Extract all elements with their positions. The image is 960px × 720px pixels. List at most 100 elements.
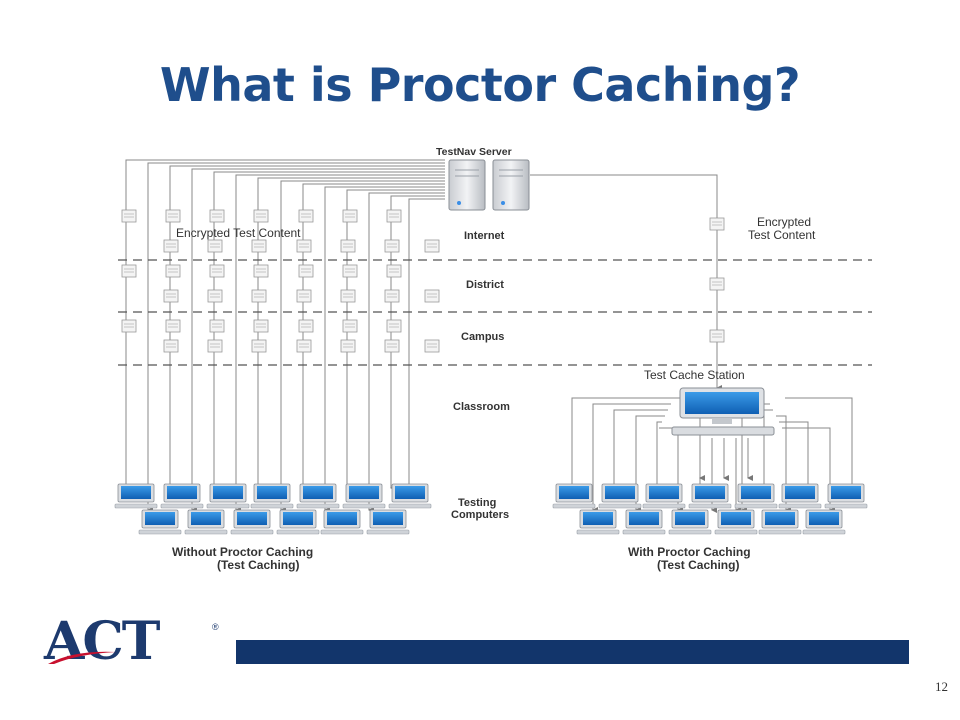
connection-line bbox=[213, 171, 445, 491]
computer-monitor-icon bbox=[758, 509, 802, 535]
document-icon bbox=[121, 319, 137, 333]
document-icon bbox=[384, 289, 400, 303]
testing-computers bbox=[114, 483, 868, 535]
document-icon bbox=[709, 217, 725, 231]
computer-monitor-icon bbox=[366, 509, 410, 535]
computer-monitor-icon bbox=[388, 483, 432, 509]
document-icon bbox=[121, 209, 137, 223]
document-icon bbox=[163, 289, 179, 303]
document-icon bbox=[342, 319, 358, 333]
test-cache-station-icon bbox=[671, 387, 775, 436]
computer-monitor-icon bbox=[342, 483, 386, 509]
computer-monitor-icon bbox=[114, 483, 158, 509]
logo-swoosh-icon bbox=[48, 651, 116, 664]
connection-line bbox=[571, 397, 674, 491]
zone-label-campus: Campus bbox=[461, 331, 504, 343]
left-caption-line1: Without Proctor Caching bbox=[172, 545, 313, 559]
computer-monitor-icon bbox=[734, 483, 778, 509]
act-logo: ACT bbox=[44, 612, 220, 672]
computer-monitor-icon bbox=[714, 509, 758, 535]
document-icon bbox=[709, 329, 725, 343]
document-icon bbox=[121, 264, 137, 278]
connection-line bbox=[280, 180, 445, 513]
testnav-server-icon bbox=[448, 159, 530, 211]
computer-monitor-icon bbox=[296, 483, 340, 509]
document-icon bbox=[253, 264, 269, 278]
right-content-label-line1: Encrypted bbox=[757, 215, 811, 229]
zone-label-classroom: Classroom bbox=[453, 401, 510, 413]
computer-monitor-icon bbox=[160, 483, 204, 509]
computer-monitor-icon bbox=[206, 483, 250, 509]
document-icon bbox=[298, 264, 314, 278]
connection-line bbox=[368, 192, 445, 513]
zone-dividers bbox=[118, 259, 872, 366]
connection-line bbox=[592, 403, 671, 513]
connection-line bbox=[147, 162, 445, 513]
cache-station-label: Test Cache Station bbox=[644, 368, 745, 382]
document-icon bbox=[165, 209, 181, 223]
document-icon bbox=[298, 319, 314, 333]
document-icon bbox=[342, 264, 358, 278]
document-icon bbox=[342, 209, 358, 223]
document-icon bbox=[340, 239, 356, 253]
document-icon bbox=[207, 339, 223, 353]
connection-line bbox=[191, 168, 445, 513]
document-icon bbox=[296, 239, 312, 253]
document-icon bbox=[163, 239, 179, 253]
document-icon bbox=[253, 319, 269, 333]
connection-lines bbox=[125, 159, 857, 513]
connection-line bbox=[302, 183, 445, 491]
connection-line bbox=[257, 177, 445, 491]
document-icon bbox=[386, 264, 402, 278]
encrypted-content-packets bbox=[121, 209, 725, 353]
document-icon bbox=[340, 339, 356, 353]
document-icon bbox=[386, 319, 402, 333]
connection-line bbox=[169, 165, 445, 491]
computer-monitor-icon bbox=[276, 509, 320, 535]
computer-monitor-icon bbox=[598, 483, 642, 509]
document-icon bbox=[296, 289, 312, 303]
document-icon bbox=[209, 264, 225, 278]
document-icon bbox=[209, 209, 225, 223]
connection-line bbox=[235, 174, 445, 513]
document-icon bbox=[251, 289, 267, 303]
document-icon bbox=[709, 277, 725, 291]
connection-line bbox=[530, 174, 722, 391]
connection-line bbox=[408, 198, 445, 491]
computer-monitor-icon bbox=[778, 483, 822, 509]
right-content-label-line2: Test Content bbox=[748, 228, 816, 242]
document-icon bbox=[207, 239, 223, 253]
computer-monitor-icon bbox=[642, 483, 686, 509]
document-icon bbox=[424, 289, 440, 303]
connection-line bbox=[346, 189, 445, 491]
document-icon bbox=[207, 289, 223, 303]
computer-monitor-icon bbox=[576, 509, 620, 535]
computer-monitor-icon bbox=[184, 509, 228, 535]
computers-label-line2: Computers bbox=[451, 509, 509, 521]
page-number: 12 bbox=[935, 679, 948, 694]
computer-monitor-icon bbox=[668, 509, 712, 535]
logo-text: ACT bbox=[44, 611, 160, 672]
connection-line bbox=[763, 409, 773, 491]
proctor-caching-diagram: TestNav Server Encrypted Test Content En… bbox=[114, 146, 872, 572]
document-icon bbox=[253, 209, 269, 223]
connection-line bbox=[779, 421, 813, 491]
zone-label-internet: Internet bbox=[464, 230, 505, 242]
computer-monitor-icon bbox=[320, 509, 364, 535]
connection-line bbox=[776, 415, 791, 513]
computer-monitor-icon bbox=[824, 483, 868, 509]
document-icon bbox=[386, 209, 402, 223]
connection-line bbox=[635, 415, 665, 513]
connection-line bbox=[785, 397, 857, 491]
computer-monitor-icon bbox=[138, 509, 182, 535]
computer-monitor-icon bbox=[802, 509, 846, 535]
connection-line bbox=[390, 195, 445, 491]
document-icon bbox=[296, 339, 312, 353]
document-icon bbox=[165, 264, 181, 278]
document-icon bbox=[163, 339, 179, 353]
document-icon bbox=[209, 319, 225, 333]
connection-line bbox=[324, 186, 445, 513]
document-icon bbox=[384, 339, 400, 353]
connection-line bbox=[613, 409, 668, 491]
document-icon bbox=[424, 339, 440, 353]
